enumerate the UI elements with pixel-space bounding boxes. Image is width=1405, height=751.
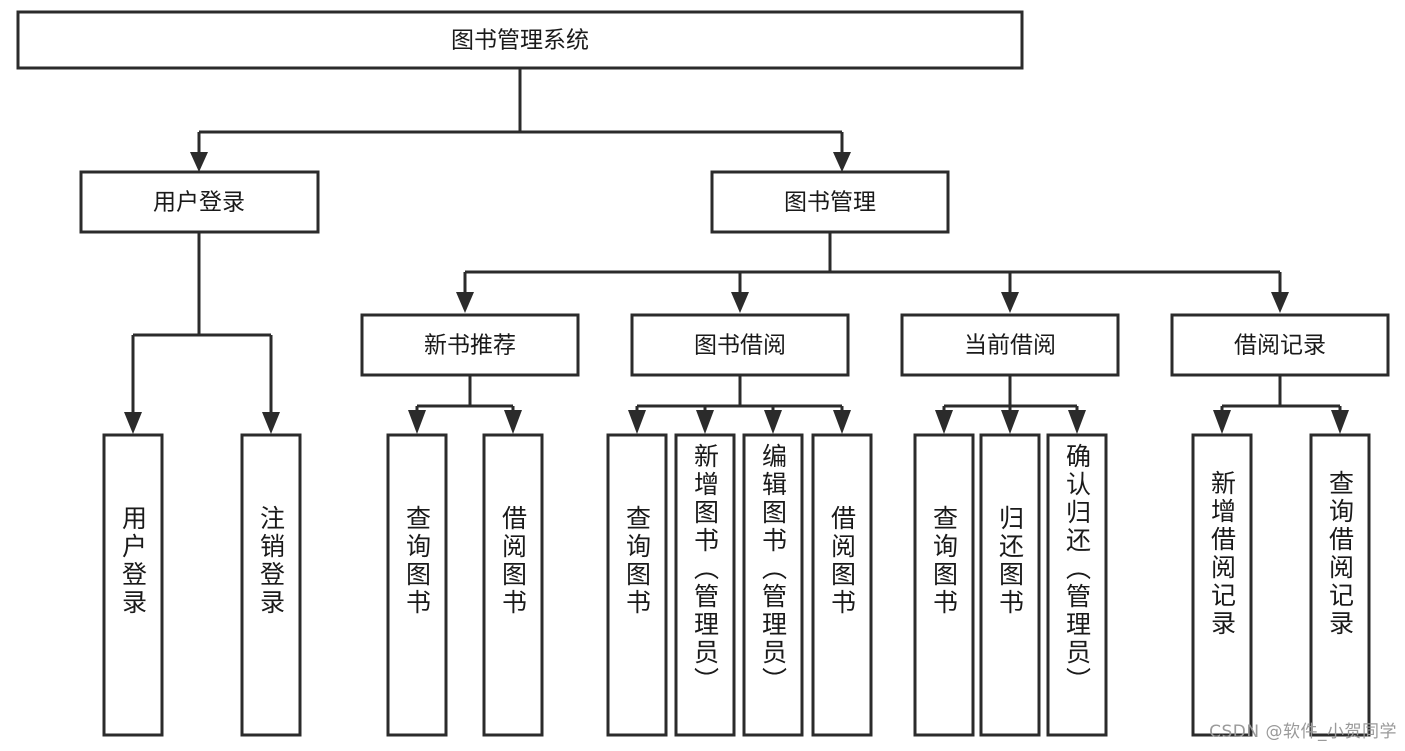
node-book-manage-box[interactable] [710,170,950,234]
node-current-borrow-box[interactable] [900,313,1120,377]
connector-borrow-record-to-leaves [1213,375,1349,434]
connector-user-login-to-leaves [124,232,280,434]
node-new-book-box[interactable] [360,313,580,377]
leaf-box-current-return[interactable] [979,433,1041,737]
node-book-borrow-label: 图书借阅 [694,333,786,359]
node-book-manage-label: 图书管理 [784,190,876,216]
leaf-box-bookborrow-borrow[interactable] [811,433,873,737]
leaf-box-record-add[interactable] [1191,433,1253,737]
leaf-box-newbook-query[interactable] [386,433,448,737]
connector-book-borrow-to-leaves [628,375,851,434]
node-root-box[interactable] [16,10,1024,70]
connector-new-book-to-leaves [408,375,522,434]
node-book-borrow-box[interactable] [630,313,850,377]
leaf-box-logout[interactable] [240,433,302,737]
leaf-box-current-query[interactable] [913,433,975,737]
node-borrow-record-label: 借阅记录 [1234,333,1326,359]
leaf-box-newbook-borrow[interactable] [482,433,544,737]
csdn-watermark: CSDN @软件_小贺同学 [1209,722,1397,742]
connector-book-manage-to-level3 [456,232,1289,313]
node-borrow-record-box[interactable] [1170,313,1390,377]
leaf-box-user-login[interactable] [102,433,164,737]
node-user-login-label: 用户登录 [153,190,245,216]
leaf-box-record-query[interactable] [1309,433,1371,737]
connector-current-borrow-to-leaves [935,375,1086,434]
node-user-login-box[interactable] [79,170,320,234]
node-current-borrow-label: 当前借阅 [964,333,1056,359]
connector-root-to-level2 [190,68,851,172]
leaf-box-bookborrow-add[interactable] [674,433,736,737]
leaf-box-bookborrow-edit[interactable] [742,433,804,737]
node-root-label: 图书管理系统 [451,28,589,54]
leaf-box-bookborrow-query[interactable] [606,433,668,737]
leaf-box-current-confirm[interactable] [1046,433,1108,737]
node-new-book-label: 新书推荐 [424,333,516,359]
